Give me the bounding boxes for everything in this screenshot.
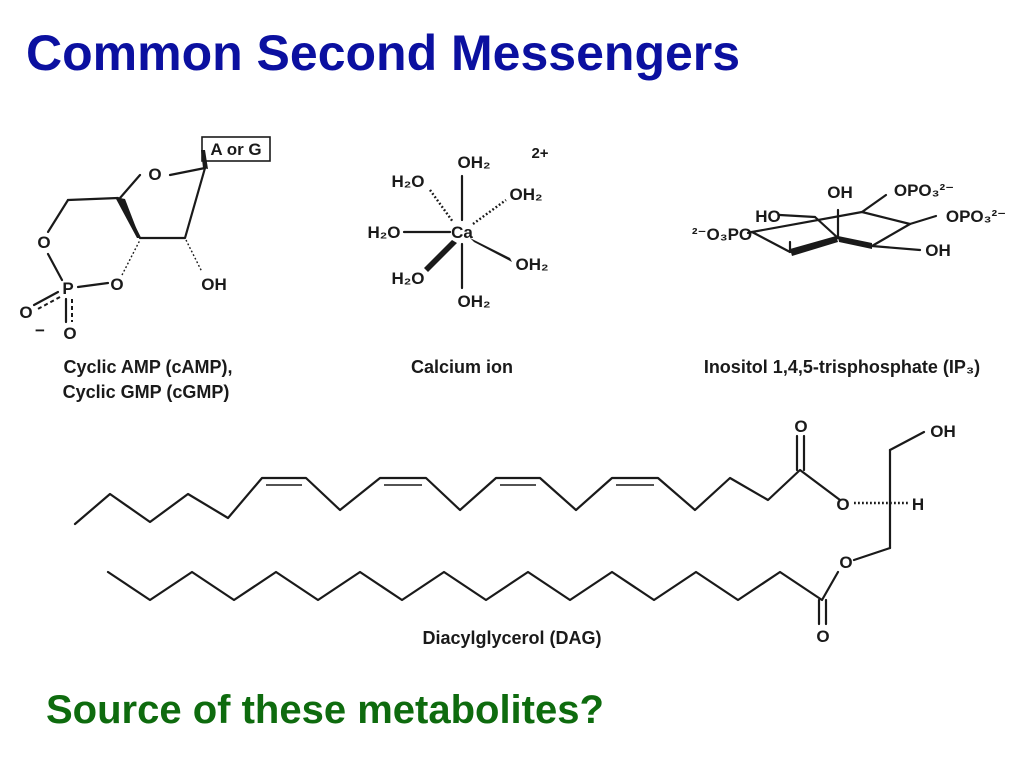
ip3-oh-right: OH bbox=[925, 241, 951, 260]
ligand-upper-right: OH₂ bbox=[509, 185, 542, 204]
base-label: A or G bbox=[210, 140, 261, 159]
dag-caption: Diacylglycerol (DAG) bbox=[422, 628, 601, 648]
dag-bottom-ester-o: O bbox=[839, 553, 852, 572]
negative-charge: − bbox=[35, 321, 45, 340]
dag-oh: OH bbox=[930, 422, 956, 441]
camp-caption-line2: Cyclic GMP (cGMP) bbox=[63, 382, 230, 402]
ligand-upper-left: H₂O bbox=[391, 172, 424, 191]
calcium-charge: 2+ bbox=[531, 145, 548, 162]
ligand-lower-left: H₂O bbox=[391, 269, 424, 288]
ligand-lower-right: OH₂ bbox=[515, 255, 548, 274]
ip3-ho: HO bbox=[755, 207, 781, 226]
ligand-top: OH₂ bbox=[457, 153, 490, 172]
dag-h: H bbox=[912, 495, 924, 514]
dag-bottom-chain bbox=[106, 570, 840, 602]
slide-title: Common Second Messengers bbox=[26, 25, 741, 81]
ip3-phosphate-top: OPO₃²⁻ bbox=[894, 181, 954, 200]
camp-structure: A or G O O P O OH O O − Cyclic AMP (cAMP… bbox=[19, 136, 271, 402]
ring-o-left: O bbox=[37, 233, 50, 252]
ring-oxygen: O bbox=[148, 165, 161, 184]
dag-top-chain bbox=[73, 468, 842, 526]
ligand-left: H₂O bbox=[367, 223, 400, 242]
ip3-phosphate-right: OPO₃²⁻ bbox=[946, 207, 1006, 226]
calcium-ion-structure: Ca 2+ OH₂ H₂O OH₂ H₂O OH₂ H₂O OH₂ Calciu… bbox=[367, 145, 548, 377]
dag-bottom-carbonyl-o: O bbox=[816, 627, 829, 646]
dag-top-carbonyl-o: O bbox=[794, 417, 807, 436]
ip3-oh-top: OH bbox=[827, 183, 853, 202]
ip3-structure: ²⁻O₃PO HO OH OPO₃²⁻ OPO₃²⁻ OH Inositol 1… bbox=[692, 181, 1006, 377]
ring-o-right: O bbox=[110, 275, 123, 294]
phosphate-o-bottom: O bbox=[63, 324, 76, 343]
hydroxyl: OH bbox=[201, 275, 227, 294]
camp-caption-line1: Cyclic AMP (cAMP), bbox=[63, 357, 232, 377]
calcium-caption: Calcium ion bbox=[411, 357, 513, 377]
ip3-phosphate-left: ²⁻O₃PO bbox=[692, 225, 752, 244]
phosphorus: P bbox=[62, 279, 73, 298]
dag-top-ester-o: O bbox=[836, 495, 849, 514]
phosphate-o-minus: O bbox=[19, 303, 32, 322]
base-box bbox=[201, 136, 271, 162]
calcium-center: Ca bbox=[451, 223, 473, 242]
ligand-bottom: OH₂ bbox=[457, 292, 490, 311]
slide-question: Source of these metabolites? bbox=[46, 688, 604, 732]
dag-structure: O O H OH O O Diacylglycerol (DAG) bbox=[73, 417, 956, 648]
ip3-caption: Inositol 1,4,5-trisphosphate (IP₃) bbox=[704, 357, 980, 377]
